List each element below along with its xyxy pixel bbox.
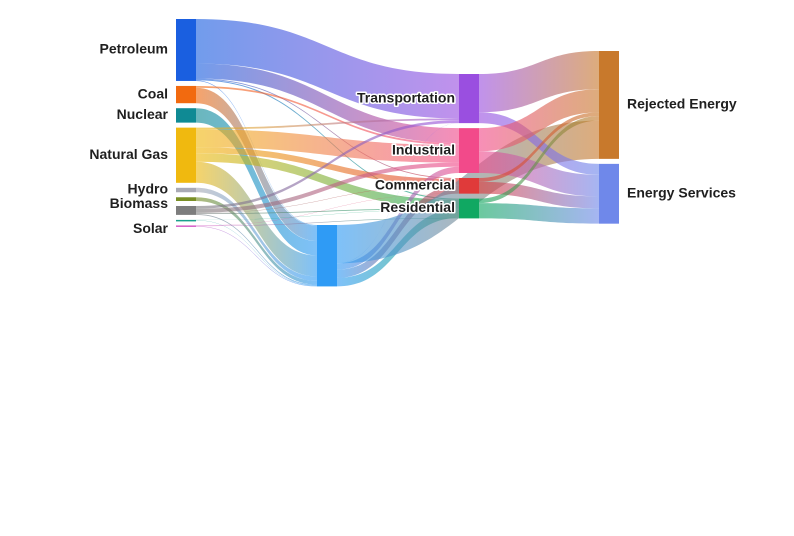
node-industrial	[459, 128, 479, 173]
node-rejected	[599, 51, 619, 159]
link-natural_gas-to-industrial	[196, 129, 459, 163]
link-natural_gas-to-transportation	[196, 118, 459, 130]
label-rejected: Rejected Energy	[627, 96, 737, 112]
node-transportation	[459, 74, 479, 124]
label-nuclear: Nuclear	[117, 106, 169, 122]
label-biomass: Biomass	[110, 195, 169, 211]
node-residential	[459, 198, 479, 219]
node-commercial	[459, 177, 479, 194]
link-electricity-to-transportation	[337, 122, 459, 264]
link-wind-to-electricity	[196, 197, 317, 285]
link-industrial-to-services	[479, 151, 599, 197]
label-natural_gas: Natural Gas	[89, 146, 168, 162]
node-geothermal	[176, 219, 196, 222]
label-industrial: Industrial	[392, 141, 455, 157]
node-wind	[176, 197, 196, 201]
link-geothermal-to-residential	[196, 209, 459, 221]
link-commercial-to-rejected	[479, 112, 599, 182]
node-services	[599, 163, 619, 224]
node-biomass	[176, 205, 196, 215]
label-commercial: Commercial	[375, 177, 455, 193]
link-residential-to-services	[479, 203, 599, 224]
link-petroleum-to-industrial	[196, 63, 459, 144]
link-biomass-to-industrial	[196, 162, 459, 213]
sankey-nodes	[176, 19, 619, 287]
link-nuclear-to-electricity	[196, 108, 317, 256]
node-electricity	[317, 225, 337, 287]
label-solar: Solar	[133, 220, 169, 236]
link-petroleum-to-commercial	[196, 78, 459, 179]
link-biomass-to-transportation	[196, 120, 459, 209]
label-coal: Coal	[138, 85, 168, 101]
label-services: Energy Services	[627, 184, 736, 200]
link-solar-to-electricity	[196, 226, 317, 287]
label-hydro: Hydro	[128, 181, 168, 197]
link-residential-to-rejected	[479, 116, 599, 204]
link-solar-to-residential	[196, 217, 459, 227]
node-coal	[176, 85, 196, 104]
node-hydro	[176, 187, 196, 193]
node-solar	[176, 225, 196, 227]
label-transportation: Transportation	[357, 89, 455, 105]
link-biomass-to-electricity	[196, 214, 317, 286]
link-transportation-to-rejected	[479, 51, 599, 113]
link-biomass-to-commercial	[196, 184, 459, 214]
label-residential: Residential	[380, 199, 455, 215]
node-nuclear	[176, 108, 196, 123]
link-biomass-to-residential	[196, 208, 459, 215]
link-coal-to-industrial	[196, 85, 459, 145]
link-natural_gas-to-residential	[196, 153, 459, 209]
node-petroleum	[176, 19, 196, 81]
link-solar-to-commercial	[196, 193, 459, 226]
link-hydro-to-electricity	[196, 187, 317, 281]
link-natural_gas-to-commercial	[196, 147, 459, 185]
link-geothermal-to-electricity	[196, 220, 317, 286]
link-petroleum-to-transportation	[196, 19, 459, 119]
label-petroleum: Petroleum	[100, 41, 168, 57]
node-natural_gas	[176, 127, 196, 183]
link-commercial-to-services	[479, 181, 599, 209]
link-industrial-to-rejected	[479, 89, 599, 152]
